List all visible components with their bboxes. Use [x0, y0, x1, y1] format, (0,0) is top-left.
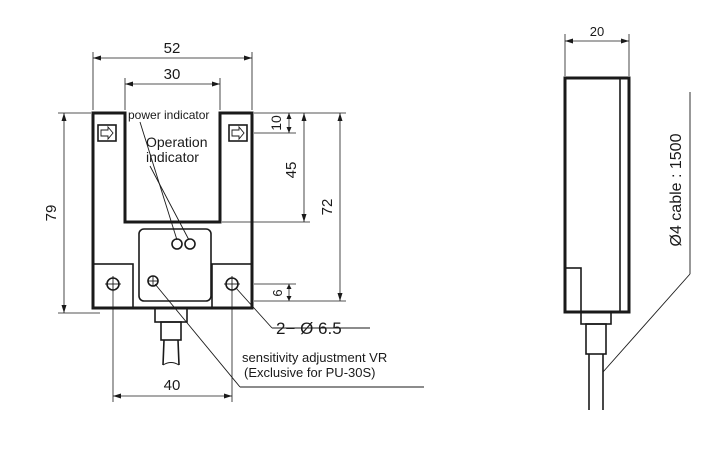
label-operation-indicator-2: indicator	[146, 149, 199, 165]
label-hole-callout: 2− Ø 6.5	[276, 319, 342, 338]
dim-thickness: 20	[590, 24, 604, 39]
dim-height-to-hole-line: 72	[319, 199, 336, 216]
operation-led-icon	[184, 238, 196, 250]
dim-slot-width: 30	[164, 66, 181, 83]
front-view: 52 30 79 10 45 72	[43, 40, 424, 402]
dim-slot-top-offset: 10	[268, 115, 284, 131]
left-arrow-symbol-icon	[97, 124, 117, 142]
side-cable-gland	[580, 311, 612, 410]
label-operation-indicator-1: Operation	[146, 134, 207, 150]
side-view: 20 Ø4 cable : 1500	[563, 24, 691, 410]
sensor-body-outline	[91, 111, 254, 310]
power-led-icon	[171, 238, 183, 250]
label-sensitivity-1: sensitivity adjustment VR	[242, 350, 387, 365]
right-arrow-symbol-icon	[228, 124, 248, 142]
label-power-indicator: power indicator	[128, 108, 209, 122]
dim-hole-spacing: 40	[164, 377, 181, 394]
dim-width-total: 52	[164, 40, 181, 57]
indicator-window	[138, 228, 212, 302]
side-indicator-edge	[564, 267, 582, 313]
cable-gland	[154, 307, 188, 366]
label-sensitivity-2: (Exclusive for PU-30S)	[244, 365, 375, 380]
dim-height-total: 79	[43, 205, 60, 222]
label-cable: Ø4 cable : 1500	[668, 133, 685, 246]
dim-hole-offset: 6	[270, 289, 285, 296]
dim-slot-depth: 45	[283, 162, 300, 179]
